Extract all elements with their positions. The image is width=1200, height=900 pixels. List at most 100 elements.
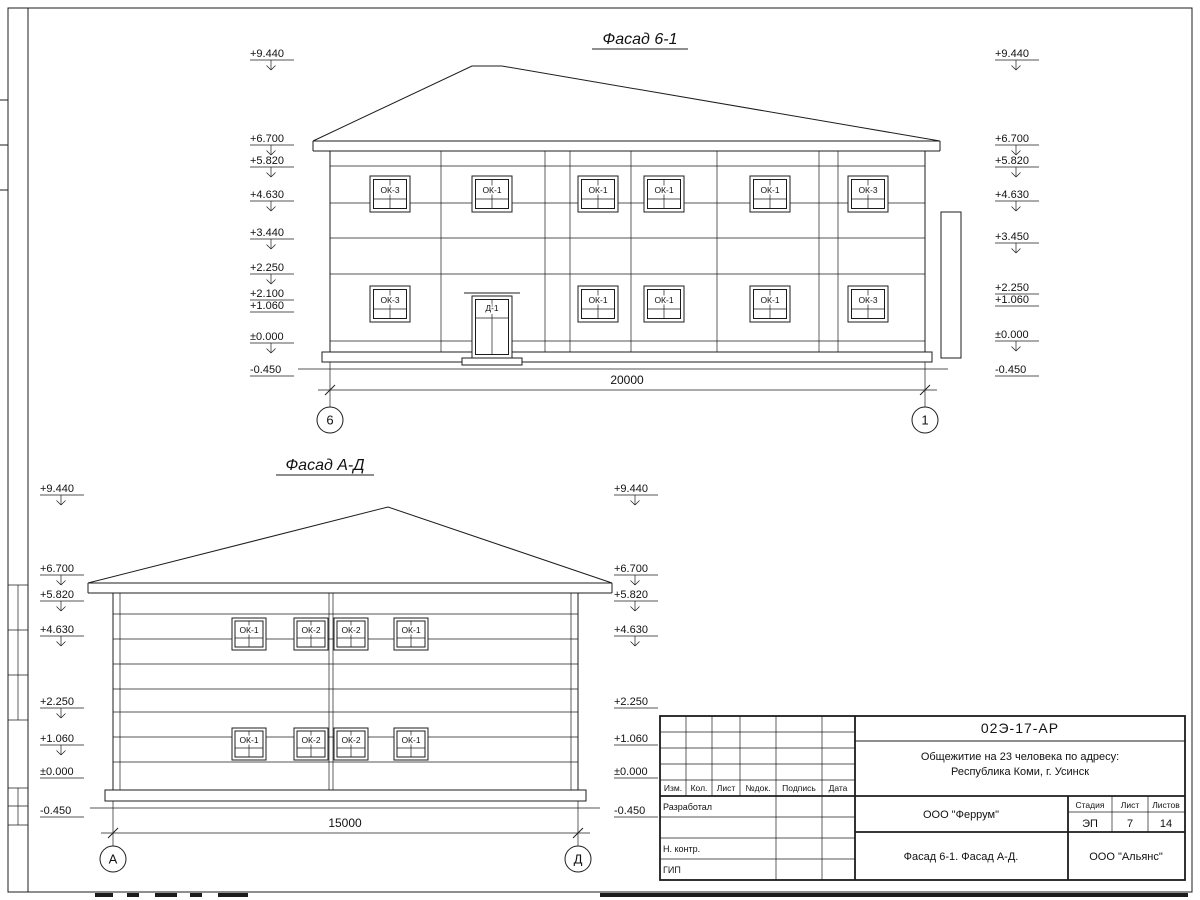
window: ОК-3 <box>369 285 411 323</box>
elevation-mark: ±0.000 <box>250 331 284 343</box>
elevation-mark: +2.250 <box>40 696 74 708</box>
stamp-drawing-title: Фасад 6-1. Фасад А-Д. <box>904 851 1019 863</box>
window-label: ОК-3 <box>380 295 399 305</box>
facade2-building: ОК-1 ОК-2 ОК-2 ОК-1 ОК-1 ОК-2 ОК-2 ОК-1 <box>87 506 613 809</box>
window-label: ОК-1 <box>401 625 420 635</box>
elevation-mark: +3.450 <box>995 231 1029 243</box>
window: ОК-2 <box>293 617 329 651</box>
sheet-frame <box>0 7 1193 893</box>
elevation-mark: +6.700 <box>250 133 284 145</box>
window-label: ОК-1 <box>588 295 607 305</box>
elevation-mark: +1.060 <box>995 294 1029 306</box>
window: ОК-2 <box>333 617 369 651</box>
window-label: ОК-3 <box>858 295 877 305</box>
elevation-mark: +3.440 <box>250 227 284 239</box>
axis-label: 6 <box>326 413 333 428</box>
elevation-mark: +4.630 <box>40 624 74 636</box>
elevation-mark: +2.250 <box>995 282 1029 294</box>
facade2-dimension: 15000 А Д <box>99 801 592 873</box>
elevation-mark: +6.700 <box>614 563 648 575</box>
stamp-col-data: Дата <box>829 783 848 793</box>
elevation-mark: ±0.000 <box>40 766 74 778</box>
window: ОК-1 <box>231 727 267 761</box>
facade1-marks-right: +9.440 +6.700 +5.820 +4.630 +3.450 +2.25… <box>994 48 1040 377</box>
window-label: ОК-2 <box>301 625 320 635</box>
window: ОК-3 <box>847 285 889 323</box>
elevation-mark: +1.060 <box>40 733 74 745</box>
window-label: ОК-2 <box>341 735 360 745</box>
elevation-mark: -0.450 <box>995 364 1026 376</box>
stamp-sheets-label: Листов <box>1152 800 1180 810</box>
window: ОК-1 <box>471 175 513 213</box>
window-label: ОК-3 <box>380 185 399 195</box>
window: ОК-2 <box>293 727 329 761</box>
window-label: ОК-1 <box>588 185 607 195</box>
stamp-project-line1: Общежитие на 23 человека по адресу: <box>921 751 1119 763</box>
window: ОК-1 <box>749 175 791 213</box>
stamp-col-podpis: Подпись <box>782 783 816 793</box>
window-label: ОК-1 <box>239 625 258 635</box>
window-label: ОК-3 <box>858 185 877 195</box>
elevation-mark: +5.820 <box>995 155 1029 167</box>
facade2-marks-left: +9.440 +6.700 +5.820 +4.630 +2.250 +1.06… <box>39 483 85 818</box>
elevation-mark: +4.630 <box>995 189 1029 201</box>
elevation-mark: +4.630 <box>614 624 648 636</box>
stamp-role-developer: Разработал <box>663 802 712 812</box>
elevation-mark: +9.440 <box>40 483 74 495</box>
stamp-col-list: Лист <box>717 783 736 793</box>
window-label: ОК-1 <box>482 185 501 195</box>
window-label: ОК-1 <box>760 295 779 305</box>
facade1-dimension: 20000 6 1 <box>316 362 939 434</box>
entrance-door: Д-1 <box>461 292 523 366</box>
stamp-sheets-value: 14 <box>1160 818 1172 830</box>
stamp-sheet-label: Лист <box>1121 800 1140 810</box>
window: ОК-1 <box>577 285 619 323</box>
facade1-marks-left: +9.440 +6.700 +5.820 +4.630 +3.440 +2.25… <box>249 48 295 377</box>
elevation-mark: +2.100 <box>250 288 284 300</box>
window: ОК-1 <box>643 285 685 323</box>
window: ОК-1 <box>577 175 619 213</box>
stamp-sheet-value: 7 <box>1127 818 1133 830</box>
elevation-mark: +9.440 <box>614 483 648 495</box>
elevation-mark: ±0.000 <box>995 329 1029 341</box>
elevation-mark: +9.440 <box>250 48 284 60</box>
elevation-mark: +1.060 <box>614 733 648 745</box>
elevation-mark: -0.450 <box>40 805 71 817</box>
axis-label: 1 <box>921 413 928 428</box>
window: ОК-2 <box>333 727 369 761</box>
window-label: ОК-2 <box>301 735 320 745</box>
elevation-mark: +2.250 <box>250 262 284 274</box>
axis-label: А <box>109 852 118 867</box>
stamp-role-ncontr: Н. контр. <box>663 844 700 854</box>
fire-ladder <box>940 211 962 359</box>
window: ОК-1 <box>231 617 267 651</box>
elevation-mark: +5.820 <box>40 589 74 601</box>
elevation-mark: +1.060 <box>250 300 284 312</box>
dimension-label: 20000 <box>610 373 644 387</box>
axis-label: Д <box>574 852 583 867</box>
elevation-mark: +6.700 <box>995 133 1029 145</box>
stamp-client-org: ООО "Альянс" <box>1089 851 1163 863</box>
stamp-doc-code: 02Э-17-АР <box>981 720 1059 736</box>
facade2-title-text: Фасад А-Д <box>285 457 364 474</box>
stamp-designer-org: ООО "Феррум" <box>923 809 999 821</box>
window: ОК-3 <box>369 175 411 213</box>
window: ОК-1 <box>643 175 685 213</box>
stamp-stage-label: Стадия <box>1076 800 1105 810</box>
facade2-title: Фасад А-Д <box>276 457 374 476</box>
elevation-mark: -0.450 <box>614 805 645 817</box>
window-label: ОК-1 <box>654 185 673 195</box>
elevation-mark: +6.700 <box>40 563 74 575</box>
elevation-mark: ±0.000 <box>614 766 648 778</box>
stamp-project-line2: Республика Коми, г. Усинск <box>951 766 1089 778</box>
window-label: ОК-1 <box>401 735 420 745</box>
window-label: ОК-2 <box>341 625 360 635</box>
elevation-mark: -0.450 <box>250 364 281 376</box>
title-block: Изм. Кол. Лист №док. Подпись Дата Разраб… <box>659 715 1186 881</box>
window-label: ОК-1 <box>239 735 258 745</box>
facade2-marks-right: +9.440 +6.700 +5.820 +4.630 +2.250 +1.06… <box>613 483 659 818</box>
window: ОК-1 <box>749 285 791 323</box>
window-label: ОК-1 <box>760 185 779 195</box>
